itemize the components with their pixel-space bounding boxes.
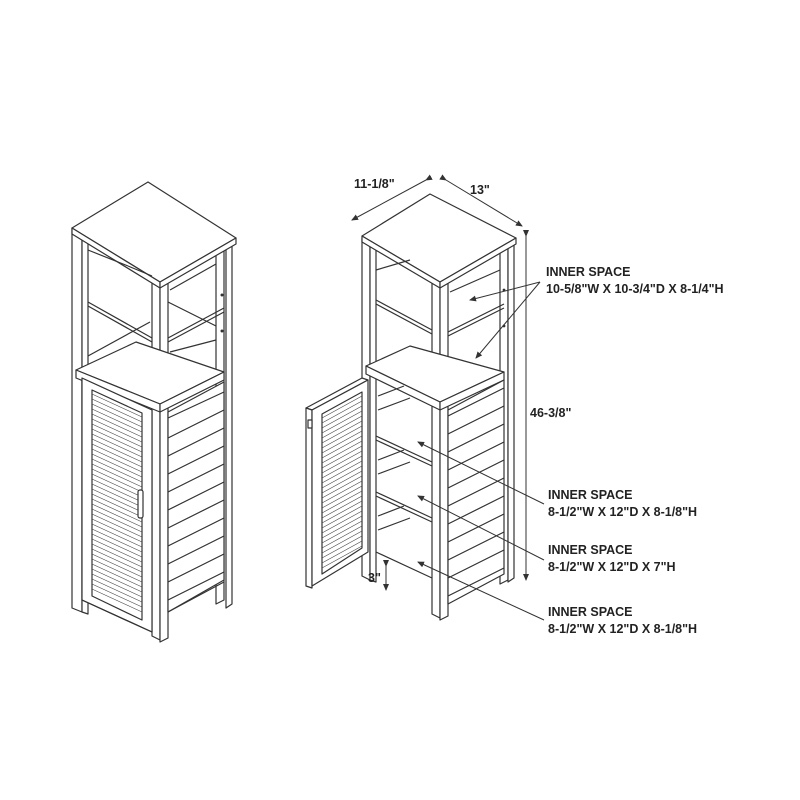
door-handle — [137, 489, 144, 519]
inner-space-size: 10-5/8"W X 10-3/4"D X 8-1/4"H — [546, 282, 724, 296]
dimension-lines — [351, 174, 545, 621]
leg-clearance-label: 3" — [368, 571, 381, 585]
louvers-open-door — [321, 395, 363, 569]
inner-space-upper-label: INNER SPACE 10-5/8"W X 10-3/4"D X 8-1/4"… — [546, 264, 724, 298]
depth-dimension-label: 13" — [470, 183, 490, 197]
inner-space-size: 8-1/2"W X 12"D X 7"H — [548, 560, 676, 574]
inner-space-title: INNER SPACE — [548, 543, 633, 557]
width-dimension-label: 11-1/8" — [354, 177, 395, 191]
height-dimension-label: 46-3/8" — [530, 406, 572, 420]
side-slats-open — [447, 387, 505, 597]
inner-space-top-compartment-label: INNER SPACE 8-1/2"W X 12"D X 8-1/8"H — [548, 487, 697, 521]
inner-space-size: 8-1/2"W X 12"D X 8-1/8"H — [548, 505, 698, 519]
inner-space-size: 8-1/2"W X 12"D X 8-1/8"H — [548, 622, 698, 636]
inner-space-middle-compartment-label: INNER SPACE 8-1/2"W X 12"D X 7"H — [548, 542, 676, 576]
louvers-closed-door — [91, 393, 143, 613]
door-hinge — [307, 419, 313, 429]
open-cabinet — [305, 193, 517, 621]
inner-space-title: INNER SPACE — [548, 488, 633, 502]
inner-space-title: INNER SPACE — [548, 605, 633, 619]
closed-cabinet — [71, 181, 237, 643]
inner-space-title: INNER SPACE — [546, 265, 631, 279]
side-slats-closed — [167, 391, 225, 601]
inner-space-bottom-compartment-label: INNER SPACE 8-1/2"W X 12"D X 8-1/8"H — [548, 604, 697, 638]
